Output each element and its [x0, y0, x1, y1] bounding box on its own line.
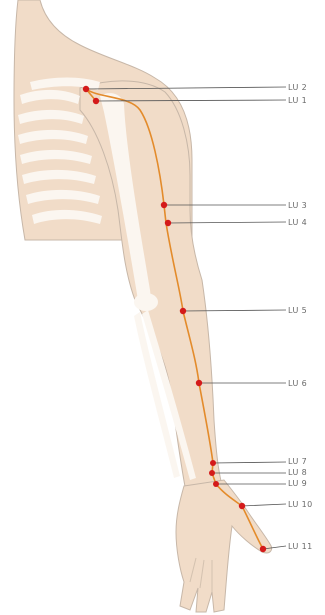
acupoint-marker [239, 503, 245, 509]
acupoint-marker [161, 202, 167, 208]
arm-silhouette [80, 81, 222, 492]
point-label: LU 7 [288, 457, 307, 466]
acupoint-marker [260, 546, 266, 552]
acupoint-marker [213, 481, 219, 487]
acupoint-marker [180, 308, 186, 314]
elbow-joint [134, 293, 158, 311]
acupoint-marker [83, 86, 89, 92]
point-label: LU 8 [288, 468, 307, 477]
point-label: LU 6 [288, 379, 307, 388]
point-lu7: LU 7 [210, 457, 307, 466]
point-label: LU 2 [288, 83, 307, 92]
leader-line [213, 462, 286, 463]
point-lu8: LU 8 [209, 468, 307, 477]
point-label: LU 10 [288, 500, 313, 509]
acupoint-marker [165, 220, 171, 226]
acupoint-marker [196, 380, 202, 386]
point-label: LU 9 [288, 479, 307, 488]
point-lu10: LU 10 [239, 500, 313, 509]
point-label: LU 11 [288, 542, 313, 551]
point-label: LU 4 [288, 218, 307, 227]
leader-line [242, 504, 286, 506]
point-label: LU 5 [288, 306, 307, 315]
acupoint-marker [210, 460, 216, 466]
acupoint-marker [93, 98, 99, 104]
hand-silhouette [176, 480, 272, 612]
point-label: LU 1 [288, 96, 307, 105]
point-label: LU 3 [288, 201, 307, 210]
acupoint-marker [209, 470, 215, 476]
